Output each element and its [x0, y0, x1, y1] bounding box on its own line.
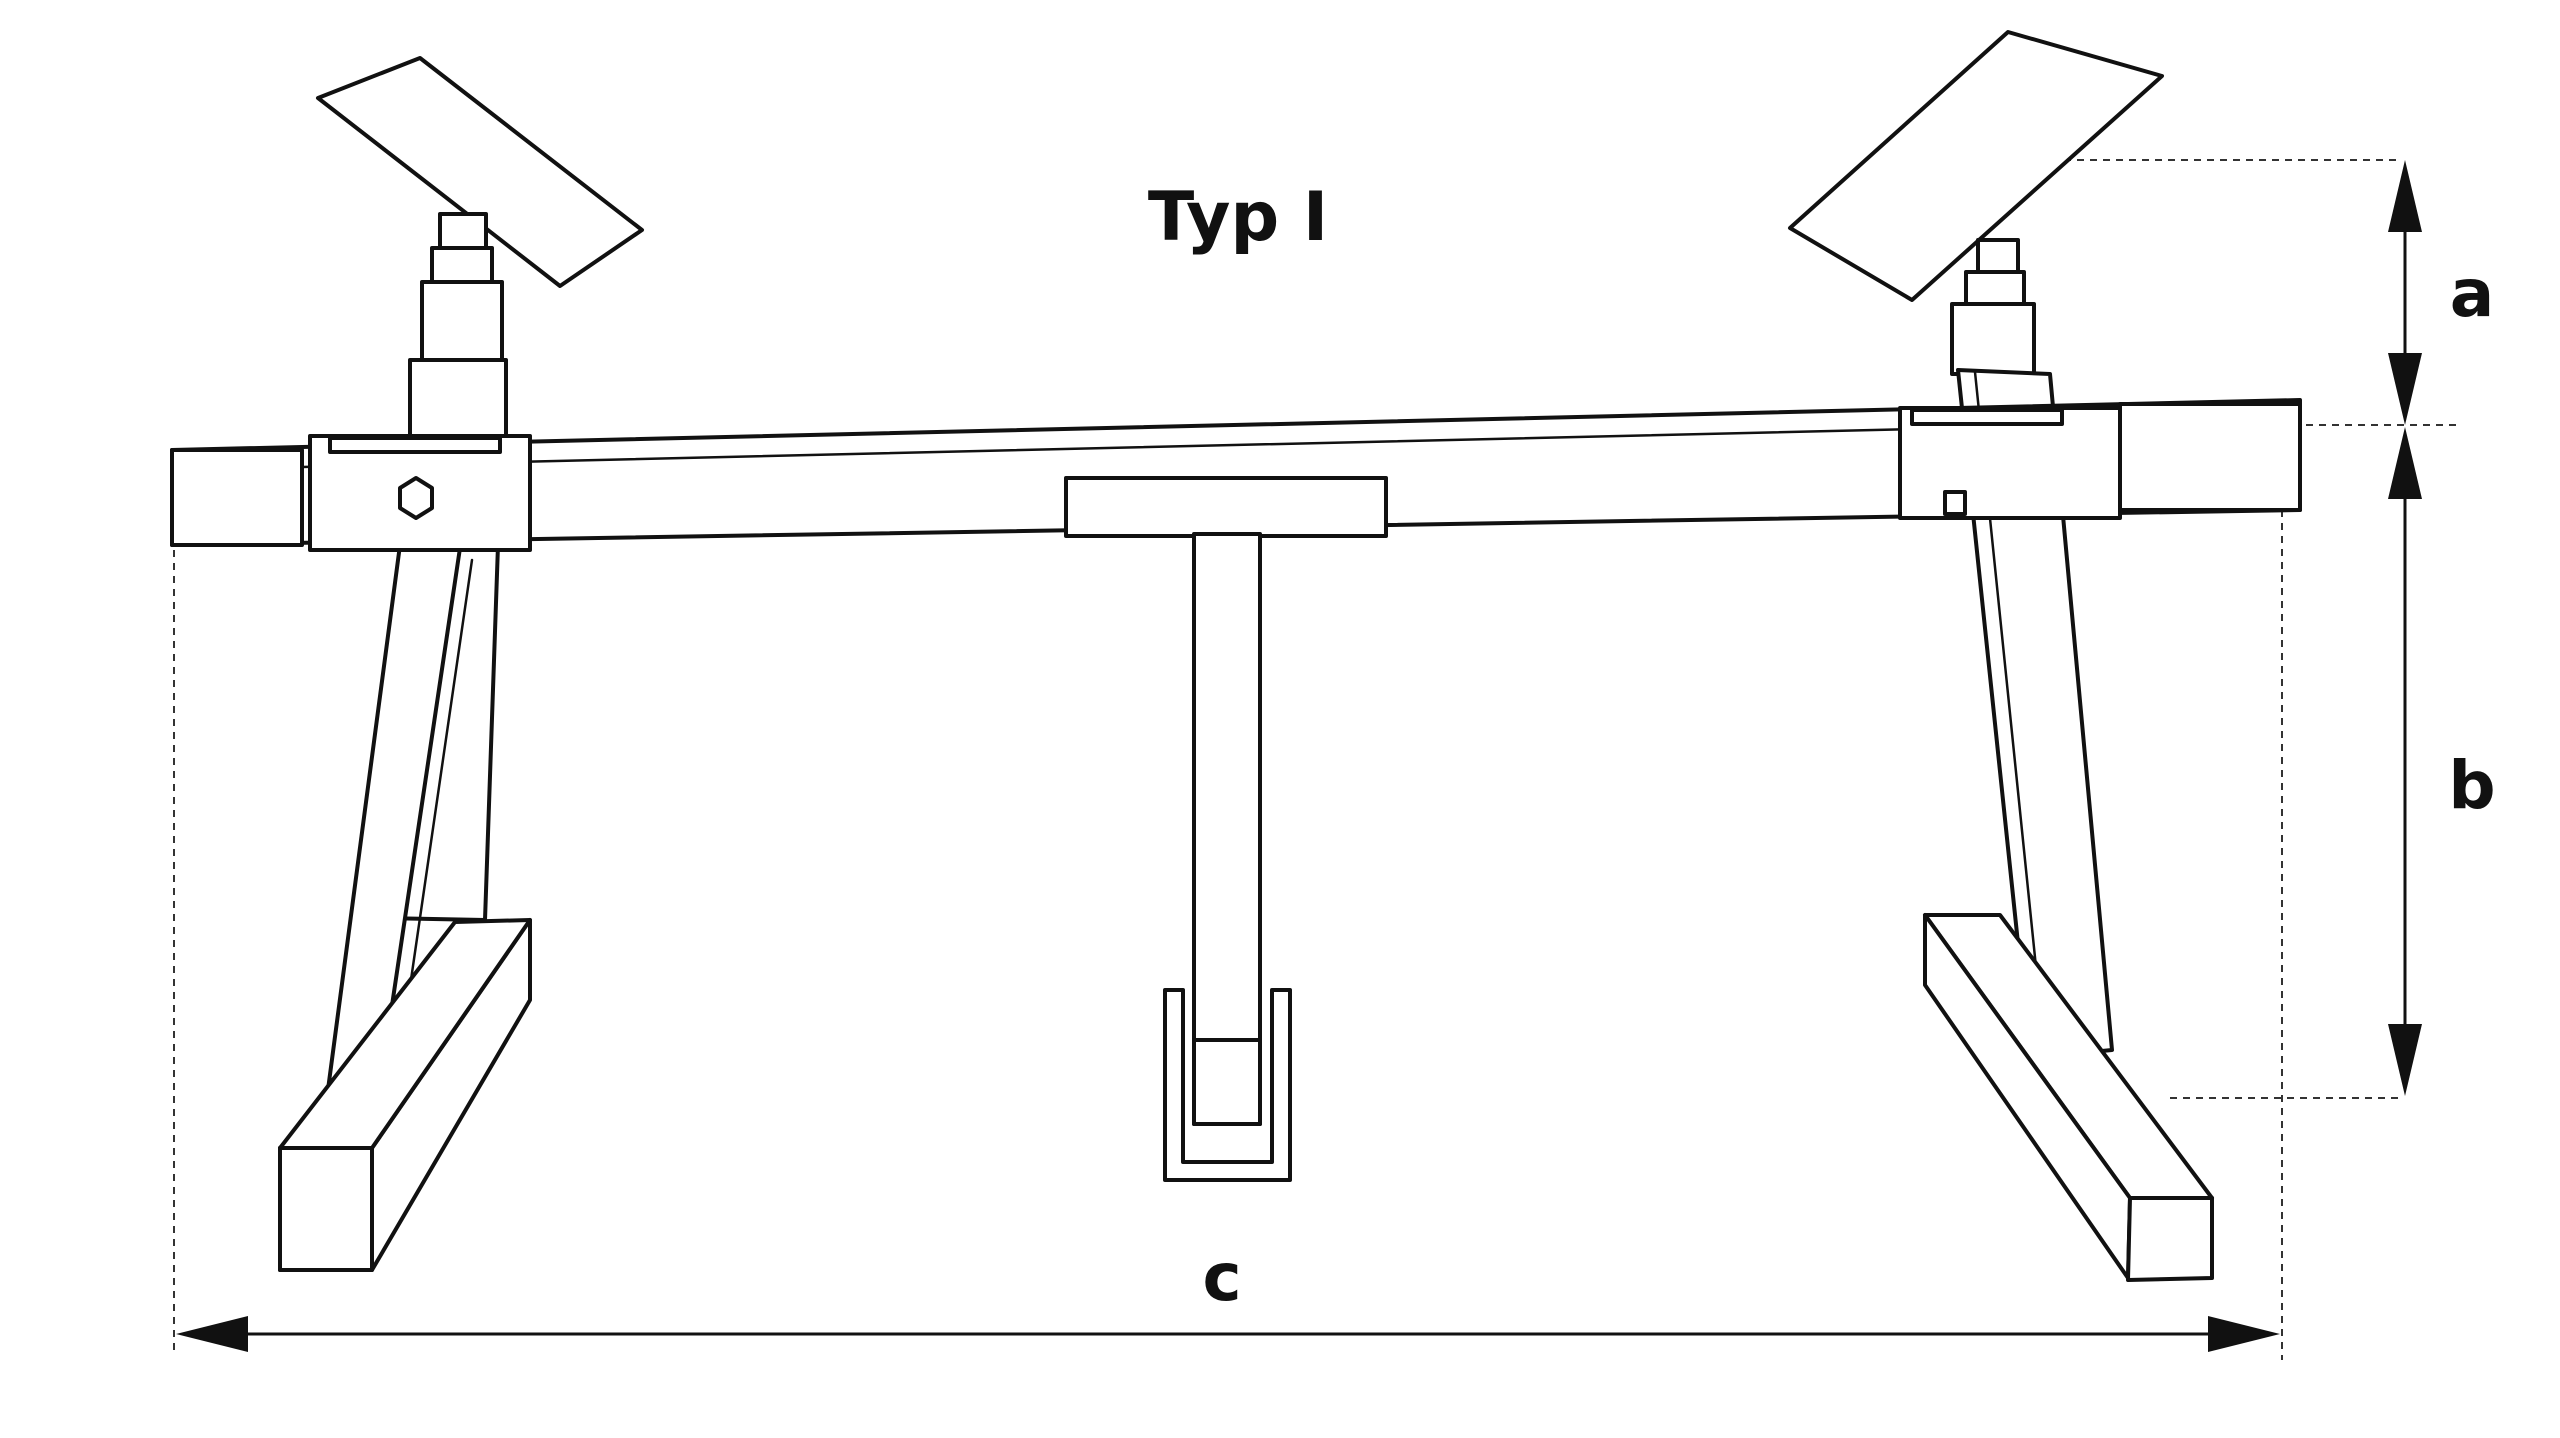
dimension-b-arrow-bottom	[2388, 1024, 2422, 1096]
dimension-c-arrow-right	[2208, 1316, 2280, 1352]
center-post	[1192, 532, 1262, 1126]
diagram-title: Typ I	[1148, 178, 1328, 257]
center-post-foot	[1192, 1038, 1262, 1126]
left-clamp-bolt-icon	[398, 476, 434, 520]
dimension-c-label: c	[1202, 1239, 1241, 1316]
left-outer-column	[408, 358, 508, 442]
right-sleeve-plate	[1910, 408, 2064, 426]
dimension-b: b	[2388, 427, 2496, 1096]
dimension-c-arrow-left	[176, 1316, 248, 1352]
left-stem-collar	[430, 246, 494, 286]
dimension-a-arrow-top	[2388, 160, 2422, 232]
right-foot-beam-end	[2126, 1196, 2214, 1282]
dimension-c: c	[176, 1239, 2280, 1352]
center-u-channel	[1163, 988, 1292, 1182]
right-slanted-leg	[1956, 368, 2114, 1060]
dimension-a-arrow-bottom	[2388, 353, 2422, 425]
left-sleeve-plate	[328, 436, 502, 454]
right-sleeve-clamp	[1898, 406, 2122, 520]
right-tilted-pad	[1788, 30, 2164, 302]
dimension-a-label: a	[2450, 255, 2495, 332]
dimension-b-label: b	[2448, 747, 2495, 824]
beam-right-end-cap	[2118, 402, 2302, 512]
center-support	[1064, 476, 1388, 1182]
right-stem-collar	[1964, 270, 2026, 308]
left-pad-pivot	[438, 212, 488, 252]
dimension-b-arrow-top	[2388, 427, 2422, 499]
right-clamp-bolt-icon	[1943, 490, 1967, 516]
beam-left-end-cap	[170, 448, 304, 547]
left-inner-column	[420, 280, 504, 364]
left-support	[278, 56, 644, 1272]
right-support	[1788, 30, 2214, 1282]
right-pad-pivot	[1976, 238, 2020, 276]
dimension-a: a	[2388, 160, 2494, 425]
right-inner-column	[1950, 302, 2036, 376]
horizontal-beam	[170, 398, 2302, 552]
center-crossbar	[1064, 476, 1388, 538]
left-foot-beam-end	[278, 1146, 374, 1272]
extension-lines	[173, 159, 2460, 1360]
